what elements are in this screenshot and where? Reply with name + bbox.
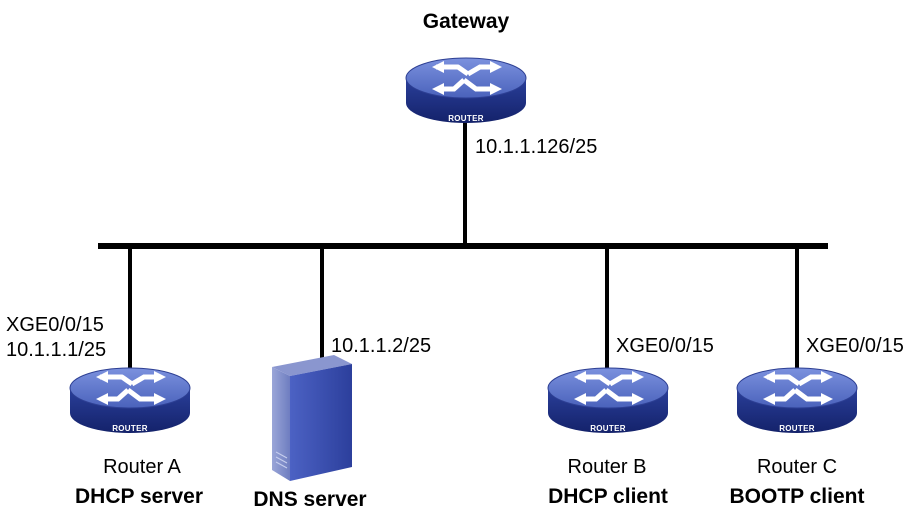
router-b-name: Router B (568, 456, 647, 478)
router-c-role: BOOTP client (730, 485, 865, 508)
router-c-name: Router C (757, 456, 837, 478)
router-a-name: Router A (103, 456, 181, 478)
router-c-icon: ROUTER (737, 368, 857, 433)
router-a-role: DHCP server (75, 485, 203, 508)
router-b-role: DHCP client (548, 485, 668, 508)
router-a-interface: XGE0/0/15 (6, 314, 104, 336)
dns-server-ip: 10.1.1.2/25 (331, 335, 431, 357)
gateway-node: Gateway ROUTER 10.1.1.126/25 (406, 10, 597, 158)
router-c-interface: XGE0/0/15 (806, 335, 904, 357)
links (98, 120, 828, 368)
router-c-tag: ROUTER (779, 424, 815, 433)
dns-server-role: DNS server (253, 488, 366, 511)
router-b-interface: XGE0/0/15 (616, 335, 714, 357)
gateway-router-tag: ROUTER (448, 114, 484, 123)
gateway-router-icon: ROUTER (406, 58, 526, 123)
router-b-node: XGE0/0/15 ROUTER Router B DHCP client (548, 335, 714, 508)
gateway-ip: 10.1.1.126/25 (475, 136, 597, 158)
gateway-title: Gateway (423, 10, 510, 33)
dns-server-node: 10.1.1.2/25 DNS server (253, 335, 431, 511)
router-b-icon: ROUTER (548, 368, 668, 433)
server-icon (272, 355, 352, 481)
router-a-icon: ROUTER (70, 368, 190, 433)
router-a-node: XGE0/0/15 10.1.1.1/25 ROUTER Router A DH… (6, 314, 203, 508)
router-a-tag: ROUTER (112, 424, 148, 433)
router-a-ip: 10.1.1.1/25 (6, 339, 106, 361)
router-c-node: XGE0/0/15 ROUTER Router C BOOTP client (730, 335, 904, 508)
router-b-tag: ROUTER (590, 424, 626, 433)
